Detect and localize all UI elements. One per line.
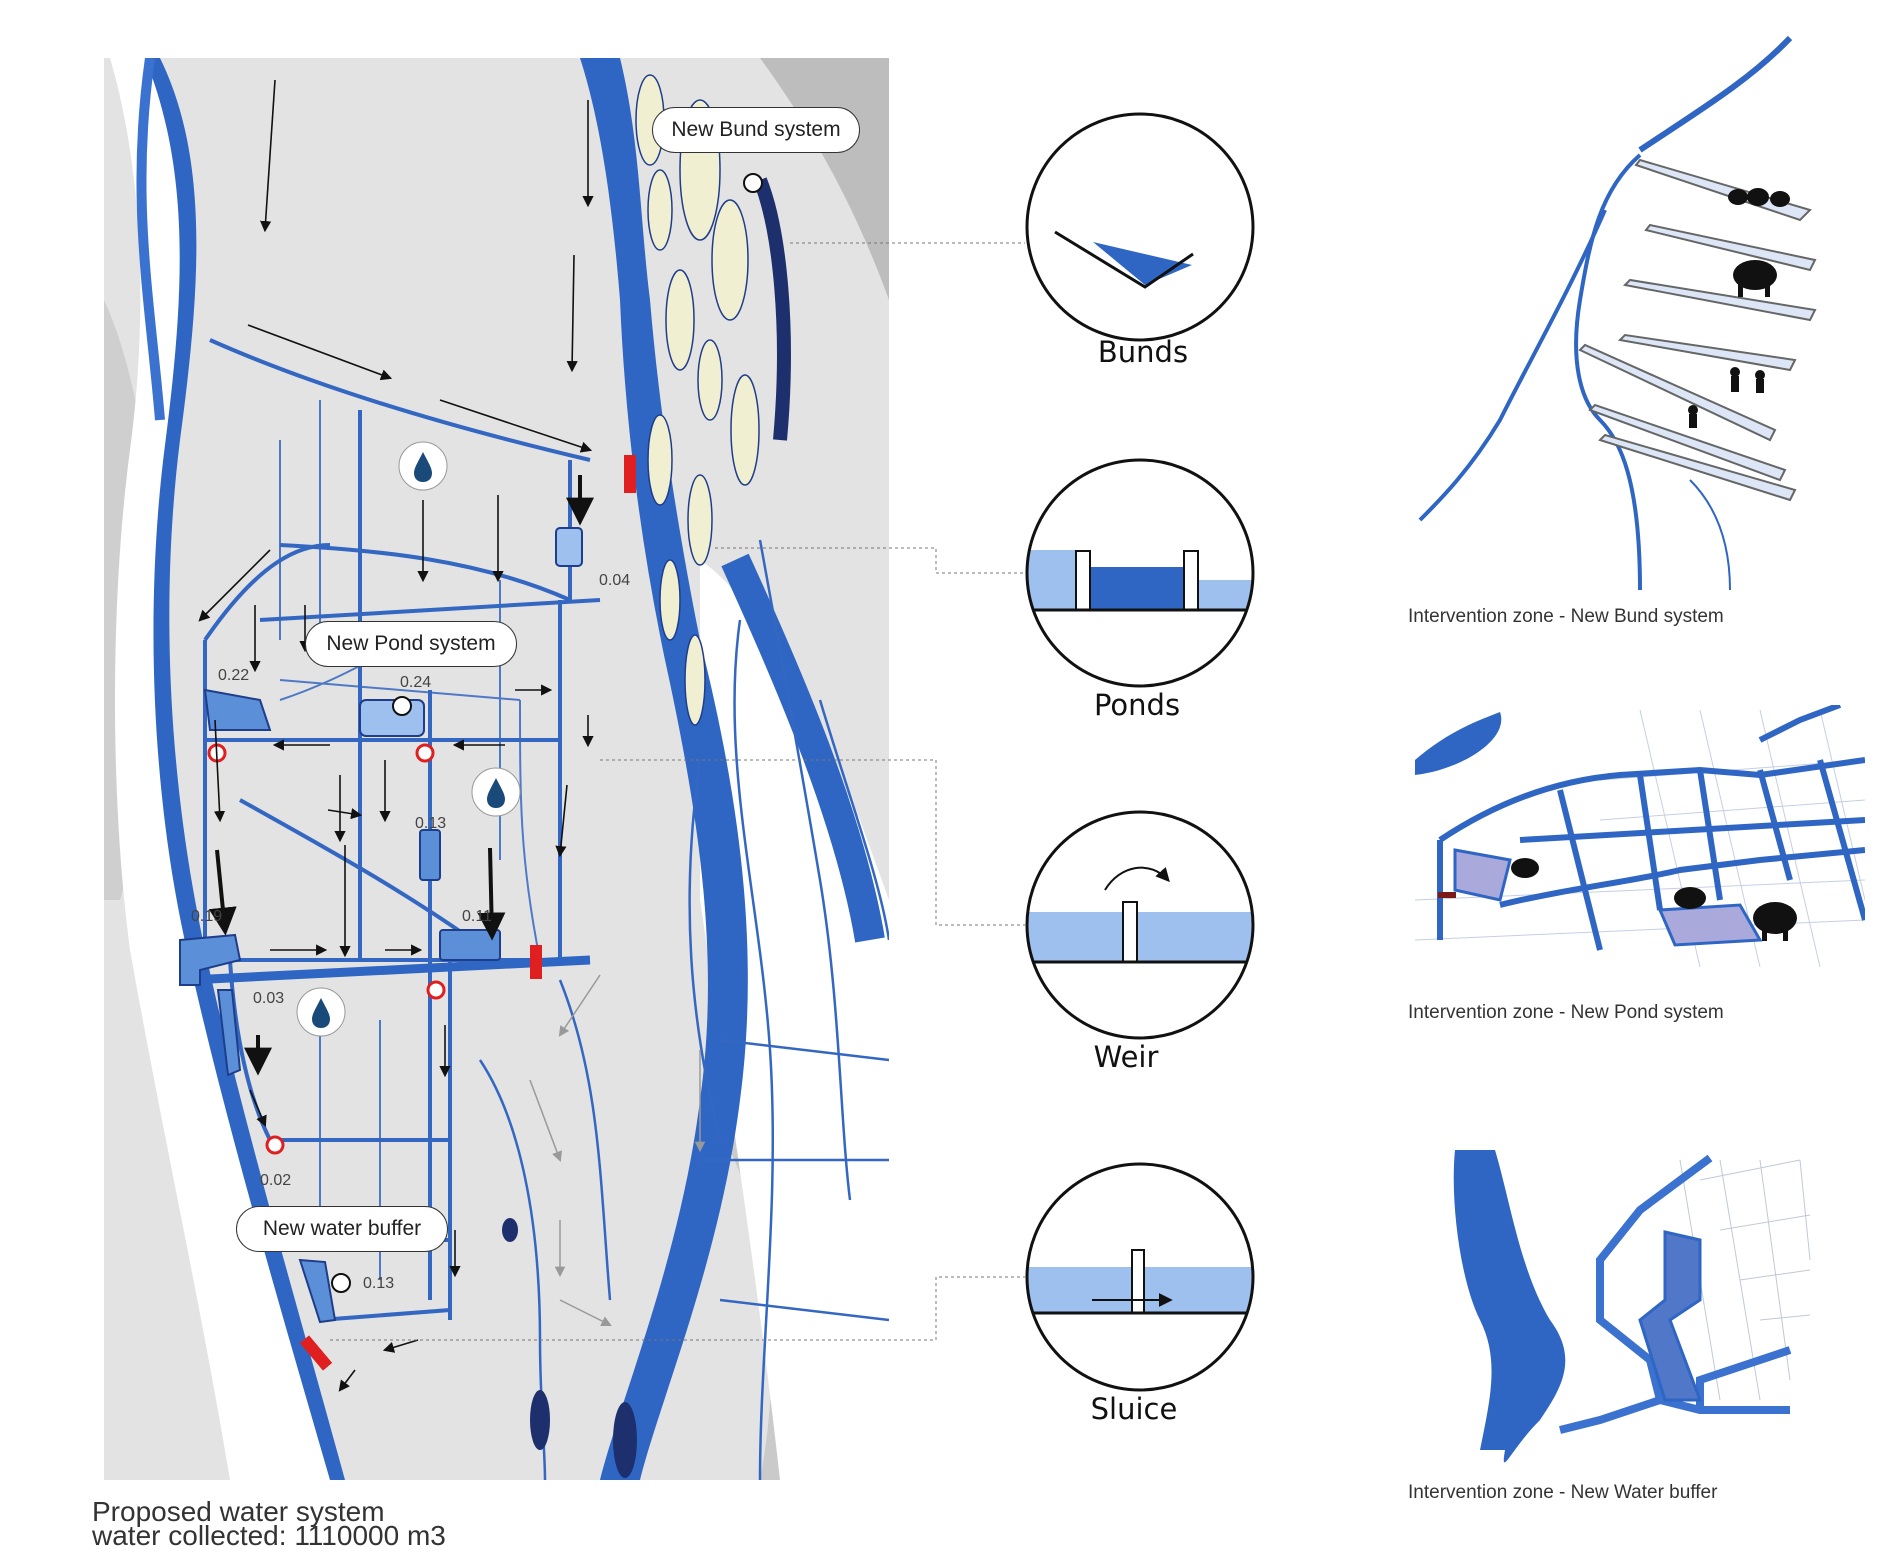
zone-buffer-caption: Intervention zone - New Water buffer [1408,1482,1718,1503]
zone-bund-caption: Intervention zone - New Bund system [1408,606,1724,627]
ponds [179,527,583,1324]
new-bund-system-label: New Bund system [652,107,860,153]
volume-label: 0.22 [218,667,250,684]
bunds-circle [1025,112,1255,342]
volume-label: 0.02 [260,1172,292,1189]
zone-pond-illustration [1415,705,1865,967]
sluice-title: Sluice [1090,1392,1178,1426]
weir-title: Weir [1093,1040,1159,1074]
new-water-buffer-label: New water buffer [236,1206,448,1252]
volume-label: 0.04 [599,572,631,589]
new-pond-system-label: New Pond system [305,621,517,667]
volume-label: 0.13 [363,1275,395,1292]
summary-volume: water collected: 1110000 m3 [92,1520,446,1551]
volume-label: 0.03 [253,990,285,1007]
ponds-circle [1025,458,1255,688]
volume-label: 0.11 [462,908,492,925]
bunds-title: Bunds [1097,335,1189,369]
flow-arrows [198,79,594,1392]
volume-label: 0.24 [400,674,432,691]
water-drop-icon [398,441,448,491]
zone-bund-illustration [1418,35,1817,591]
water-drop-icon [471,767,521,817]
main-river [580,58,748,1480]
sluice-circle [1025,1162,1255,1392]
water-drop-icon [296,987,346,1037]
zone-buffer-illustration [1453,1150,1811,1463]
summary-title: Proposed water system [92,1496,385,1527]
zone-pond-caption: Intervention zone - New Pond system [1408,1002,1724,1023]
main-map [104,58,889,1480]
ponds-title: Ponds [1093,688,1181,722]
weir-circle [1025,810,1255,1040]
volume-label: 0.19 [191,908,223,925]
volume-label: 0.13 [415,815,447,832]
sluice-markers [299,455,636,1371]
leader-lines [330,242,1025,1341]
